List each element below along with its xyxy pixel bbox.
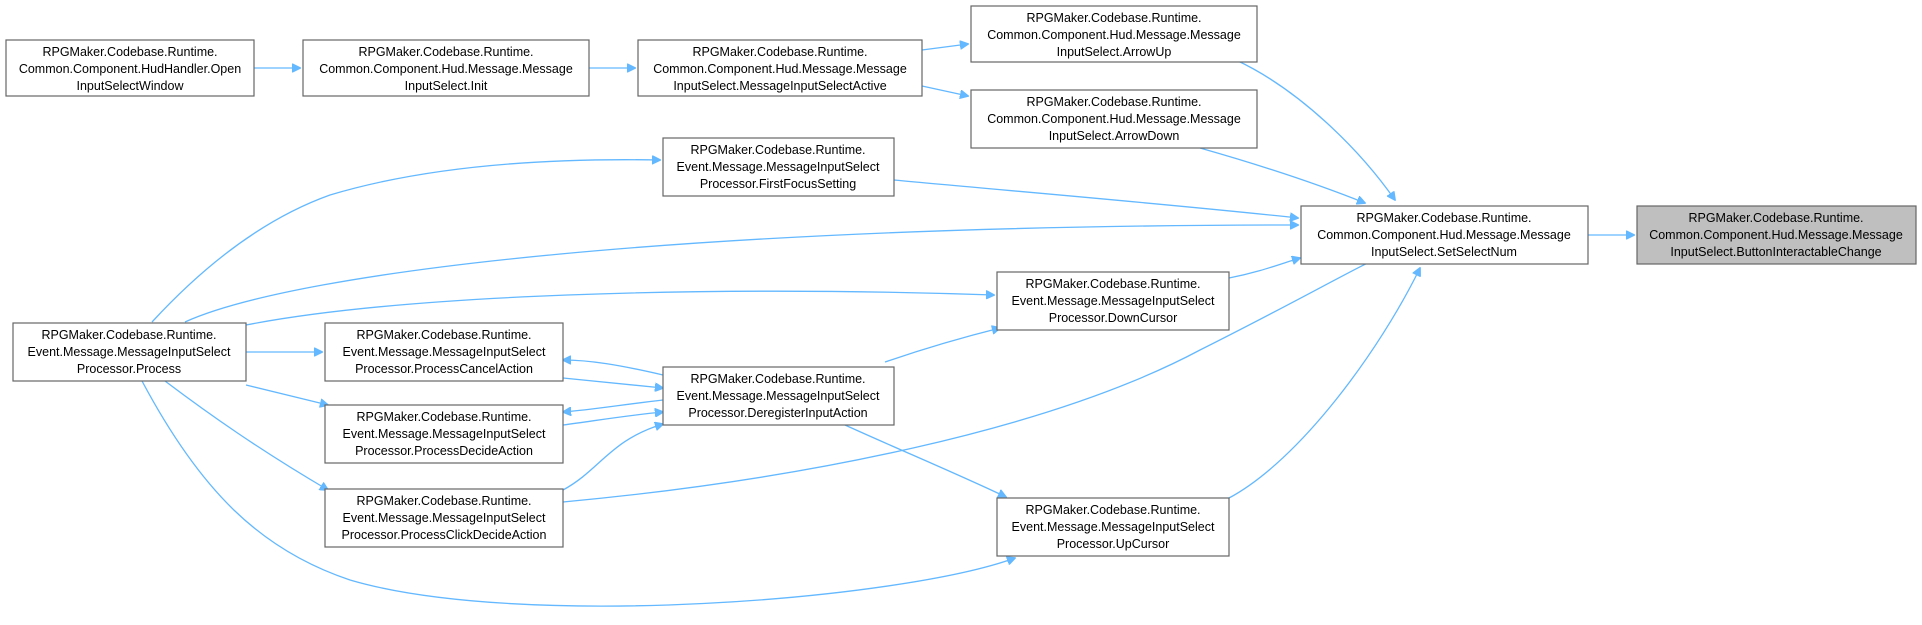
edge-deregister-up_cursor	[844, 424, 1006, 497]
node-label-line: Common.Component.Hud.Message.Message	[653, 62, 907, 76]
edge-deregister-decide	[563, 399, 664, 412]
node-label-line: Common.Component.HudHandler.Open	[19, 62, 241, 76]
node-arrow-down[interactable]: RPGMaker.Codebase.Runtime. Common.Compon…	[970, 89, 1258, 149]
node-button-interactable-change[interactable]: RPGMaker.Codebase.Runtime. Common.Compon…	[1636, 205, 1917, 265]
node-label-line: Processor.DownCursor	[1049, 311, 1178, 325]
node-down-cursor[interactable]: RPGMaker.Codebase.Runtime. Event.Message…	[996, 271, 1230, 331]
node-box	[996, 271, 1230, 331]
node-box	[996, 497, 1230, 557]
edges	[141, 44, 1634, 607]
node-label-line: Event.Message.MessageInputSelect	[28, 345, 231, 359]
node-box	[970, 89, 1258, 149]
node-label-line: RPGMaker.Codebase.Runtime.	[690, 372, 865, 386]
edge-arrow_down-set_select	[1199, 147, 1365, 203]
node-label-line: RPGMaker.Codebase.Runtime.	[356, 328, 531, 342]
node-box	[1300, 205, 1589, 265]
node-box	[302, 39, 590, 97]
node-box	[637, 39, 923, 97]
node-label-line: RPGMaker.Codebase.Runtime.	[1025, 503, 1200, 517]
node-label-line: Processor.ProcessClickDecideAction	[342, 528, 547, 542]
node-deregister-input-action[interactable]: RPGMaker.Codebase.Runtime. Event.Message…	[662, 366, 895, 426]
node-label-line: Event.Message.MessageInputSelect	[1012, 294, 1215, 308]
node-init[interactable]: RPGMaker.Codebase.Runtime. Common.Compon…	[302, 39, 590, 97]
node-label-line: RPGMaker.Codebase.Runtime.	[41, 328, 216, 342]
node-label-line: Processor.UpCursor	[1057, 537, 1170, 551]
node-label-line: Processor.DeregisterInputAction	[688, 406, 867, 420]
node-label-line: Common.Component.Hud.Message.Message	[1317, 228, 1571, 242]
node-label-line: RPGMaker.Codebase.Runtime.	[692, 45, 867, 59]
node-label-line: Event.Message.MessageInputSelect	[677, 389, 880, 403]
node-label-line: Common.Component.Hud.Message.Message	[319, 62, 573, 76]
node-label-line: RPGMaker.Codebase.Runtime.	[1025, 277, 1200, 291]
node-label-line: RPGMaker.Codebase.Runtime.	[1356, 211, 1531, 225]
edge-deregister-cancel	[563, 360, 664, 376]
node-label-line: Event.Message.MessageInputSelect	[343, 427, 546, 441]
node-arrow-up[interactable]: RPGMaker.Codebase.Runtime. Common.Compon…	[970, 5, 1258, 63]
node-label-line: RPGMaker.Codebase.Runtime.	[690, 143, 865, 157]
edge-cancel-deregister	[562, 377, 663, 388]
node-label-line: RPGMaker.Codebase.Runtime.	[1688, 211, 1863, 225]
node-box	[662, 137, 895, 197]
node-label-line: Processor.ProcessCancelAction	[355, 362, 533, 376]
edge-process-set_select	[184, 225, 1298, 323]
node-label-line: InputSelect.SetSelectNum	[1371, 245, 1517, 259]
edge-arrow_up-set_select	[1235, 59, 1395, 200]
edge-click_decide-set_select	[562, 255, 1385, 503]
edge-process-decide	[245, 384, 328, 405]
node-label-line: RPGMaker.Codebase.Runtime.	[1026, 11, 1201, 25]
node-label-line: InputSelect.ArrowUp	[1057, 45, 1172, 59]
node-up-cursor[interactable]: RPGMaker.Codebase.Runtime. Event.Message…	[996, 497, 1230, 557]
node-label-line: Event.Message.MessageInputSelect	[343, 511, 546, 525]
edge-first_focus-set_select	[893, 179, 1298, 218]
edge-click_decide-deregister	[562, 424, 663, 491]
node-label-line: InputSelect.Init	[405, 79, 488, 93]
node-label-line: Event.Message.MessageInputSelect	[343, 345, 546, 359]
edge-down_cursor-set_select	[1228, 258, 1300, 279]
node-process-decide-action[interactable]: RPGMaker.Codebase.Runtime. Event.Message…	[324, 404, 564, 464]
node-box	[970, 5, 1258, 63]
node-process-cancel-action[interactable]: RPGMaker.Codebase.Runtime. Event.Message…	[324, 322, 564, 382]
node-first-focus-setting[interactable]: RPGMaker.Codebase.Runtime. Event.Message…	[662, 137, 895, 197]
node-box	[662, 366, 895, 426]
edge-decide-deregister	[562, 412, 663, 426]
node-input-select-active[interactable]: RPGMaker.Codebase.Runtime. Common.Compon…	[637, 39, 923, 97]
node-label-line: InputSelect.MessageInputSelectActive	[673, 79, 886, 93]
edge-up_cursor-set_select	[1228, 268, 1420, 499]
node-process-click-decide-action[interactable]: RPGMaker.Codebase.Runtime. Event.Message…	[324, 488, 564, 548]
node-label-line: InputSelect.ArrowDown	[1049, 129, 1180, 143]
edge-process-down_cursor	[245, 291, 994, 326]
node-process[interactable]: RPGMaker.Codebase.Runtime. Event.Message…	[12, 322, 247, 382]
edge-deregister-down_cursor	[884, 328, 1000, 363]
node-label-line: InputSelect.ButtonInteractableChange	[1670, 245, 1881, 259]
edge-active-arrow_down	[921, 85, 968, 96]
node-label-line: RPGMaker.Codebase.Runtime.	[42, 45, 217, 59]
node-label-line: Common.Component.Hud.Message.Message	[987, 28, 1241, 42]
node-label-line: Processor.Process	[77, 362, 181, 376]
node-box	[5, 39, 255, 97]
node-hud-open[interactable]: RPGMaker.Codebase.Runtime. Common.Compon…	[5, 39, 255, 97]
node-label-line: RPGMaker.Codebase.Runtime.	[356, 410, 531, 424]
edge-active-arrow_up	[921, 44, 968, 51]
node-box	[324, 488, 564, 548]
node-label-line: Common.Component.Hud.Message.Message	[987, 112, 1241, 126]
node-label-line: InputSelectWindow	[76, 79, 184, 93]
edge-process-first_focus	[151, 160, 660, 323]
node-label-line: RPGMaker.Codebase.Runtime.	[358, 45, 533, 59]
node-box	[324, 404, 564, 464]
node-box	[12, 322, 247, 382]
edge-process-up_cursor	[141, 380, 1015, 607]
node-label-line: Common.Component.Hud.Message.Message	[1649, 228, 1903, 242]
node-set-select-num[interactable]: RPGMaker.Codebase.Runtime. Common.Compon…	[1300, 205, 1589, 265]
node-label-line: Event.Message.MessageInputSelect	[677, 160, 880, 174]
node-label-line: RPGMaker.Codebase.Runtime.	[356, 494, 531, 508]
node-box	[324, 322, 564, 382]
node-label-line: Processor.FirstFocusSetting	[700, 177, 856, 191]
edge-process-click_decide	[164, 380, 328, 490]
node-box	[1636, 205, 1917, 265]
node-label-line: RPGMaker.Codebase.Runtime.	[1026, 95, 1201, 109]
node-label-line: Processor.ProcessDecideAction	[355, 444, 533, 458]
node-label-line: Event.Message.MessageInputSelect	[1012, 520, 1215, 534]
